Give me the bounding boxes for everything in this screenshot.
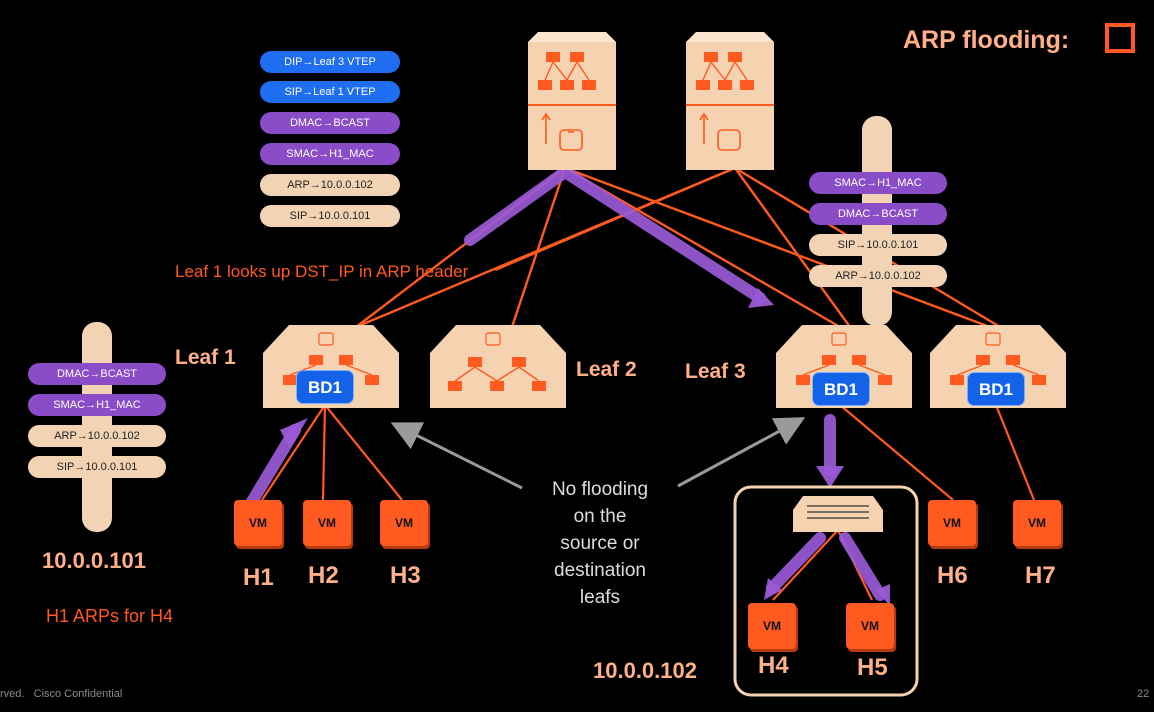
- h1-ip-label: 10.0.0.101: [42, 548, 146, 573]
- spine-switches: [528, 32, 774, 170]
- packet-right-field: ARP→10.0.0.102: [809, 265, 947, 287]
- packet-left-field: SMAC→H1_MAC: [28, 394, 166, 416]
- legend-swatch: [1105, 23, 1135, 53]
- host-label-h7: H7: [1025, 562, 1056, 589]
- packet-left-field: SIP→10.0.0.101: [28, 456, 166, 478]
- host-label-h1: H1: [243, 564, 274, 591]
- arp-path-heads: [280, 288, 890, 606]
- leaf3-label: Leaf 3: [685, 360, 746, 383]
- packet-right-field: DMAC→BCAST: [809, 203, 947, 225]
- host-label-h6: H6: [937, 562, 968, 589]
- h1-arps-note: H1 ARPs for H4: [46, 606, 174, 626]
- footer-confidential: rved. Cisco Confidential: [0, 688, 123, 700]
- vm-h6-icon: VM: [928, 500, 976, 546]
- bd1-badge-leaf3: BD1: [812, 372, 870, 406]
- gray-arrows: [390, 417, 806, 490]
- vm-h3-icon: VM: [380, 500, 428, 546]
- arp-path: [244, 166, 886, 601]
- vm-h1-icon: VM: [234, 500, 282, 546]
- bd1-badge-leaf1: BD1: [296, 370, 354, 404]
- packet-top-field: DMAC→BCAST: [260, 112, 400, 134]
- packet-right-field: SMAC→H1_MAC: [809, 172, 947, 194]
- leaf1-lookup-note: Leaf 1 looks up DST_IP in ARP header: [175, 262, 469, 281]
- packet-right-field: SIP→10.0.0.101: [809, 234, 947, 256]
- vm-h7-icon: VM: [1013, 500, 1061, 546]
- host-links: [261, 404, 1036, 601]
- vm-h5-icon: VM: [846, 603, 894, 649]
- h4-h5-group-box: [733, 485, 919, 697]
- footer-page-number: 22: [1137, 688, 1150, 700]
- packet-left-field: ARP→10.0.0.102: [28, 425, 166, 447]
- packet-top-field: DIP→Leaf 3 VTEP: [260, 51, 400, 73]
- leaf1-label: Leaf 1: [175, 346, 236, 369]
- host-label-h4: H4: [758, 652, 789, 679]
- no-flooding-note: No flooding on the source or destination…: [551, 479, 649, 608]
- legend-label: ARP flooding:: [903, 26, 1070, 54]
- leaf2-label: Leaf 2: [576, 358, 637, 381]
- packet-top-field: ARP→10.0.0.102: [260, 174, 400, 196]
- leaf-switches: [263, 325, 1066, 408]
- host-label-h5: H5: [857, 654, 888, 681]
- h4-ip-label: 10.0.0.102: [593, 658, 697, 683]
- access-switch: [793, 496, 883, 532]
- bd1-badge-leaf4: BD1: [967, 372, 1025, 406]
- packet-left-field: DMAC→BCAST: [28, 363, 166, 385]
- vm-h2-icon: VM: [303, 500, 351, 546]
- packet-top-field: SIP→Leaf 1 VTEP: [260, 81, 400, 103]
- packet-top-field: SMAC→H1_MAC: [260, 143, 400, 165]
- vm-h4-icon: VM: [748, 603, 796, 649]
- packet-top-field: SIP→10.0.0.101: [260, 205, 400, 227]
- host-label-h2: H2: [308, 562, 339, 589]
- host-label-h3: H3: [390, 562, 421, 589]
